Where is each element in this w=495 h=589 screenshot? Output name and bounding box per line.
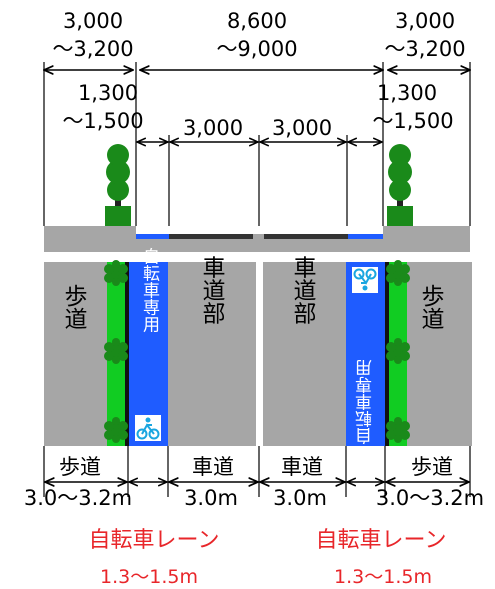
plan-sidewalk-left-label: 歩道 — [60, 284, 88, 330]
dim-center-top: 8,600 — [227, 9, 287, 33]
dim-carriage-right: 3,000 — [272, 116, 332, 140]
bike-lane-callout-left-title: 自転車レーン — [89, 528, 220, 553]
bottom-sidewalk-right-label: 歩道 — [411, 455, 453, 479]
tree-icon — [105, 144, 131, 226]
dim-lane-left-top: 1,300 — [78, 81, 138, 105]
plan-carriageway-left-label: 車道部 — [198, 256, 226, 325]
dim-lane-right-top: 1,300 — [377, 81, 437, 105]
plan-bike-lane-right-label: 自転車専用 — [356, 359, 377, 445]
bottom-width-sidewalk-left: 3.0～3.2m — [24, 486, 132, 510]
dim-lane-left-bottom: ～1,500 — [62, 109, 143, 133]
plan-bike-lane-left-label: 自転車専用 — [139, 247, 160, 333]
bicycle-icon — [134, 414, 162, 442]
dim-center-bottom: ～9,000 — [216, 37, 297, 61]
bottom-width-sidewalk-right: 3.0～3.2m — [376, 486, 484, 510]
carriageway-section-left — [169, 234, 253, 239]
dim-sidewalk-left-bottom: ～3,200 — [52, 37, 133, 61]
dim-carriage-left: 3,000 — [183, 116, 243, 140]
tree-icon — [387, 144, 413, 226]
bike-lane-section-right — [348, 234, 383, 239]
road-section-base — [44, 226, 470, 252]
dim-sidewalk-right-top: 3,000 — [395, 9, 455, 33]
plan-sidewalk-right-label: 歩道 — [417, 284, 445, 330]
bottom-width-carriage-right: 3.0m — [273, 486, 327, 510]
bottom-carriage-left-label: 車道 — [192, 455, 234, 479]
carriageway-section-right — [264, 234, 348, 239]
dim-sidewalk-right-bottom: ～3,200 — [384, 37, 465, 61]
dim-sidewalk-left-top: 3,000 — [63, 9, 123, 33]
bike-lane-callout-right-title: 自転車レーン — [316, 528, 447, 553]
bicycle-icon — [351, 266, 379, 294]
bottom-carriage-right-label: 車道 — [281, 455, 323, 479]
bottom-sidewalk-left-label: 歩道 — [59, 455, 101, 479]
plan-carriageway-right-label: 車道部 — [289, 256, 317, 325]
bike-lane-section-left — [136, 234, 169, 239]
bottom-width-carriage-left: 3.0m — [184, 486, 238, 510]
bike-lane-callout-left-width: 1.3～1.5m — [100, 566, 198, 588]
dim-lane-right-bottom: ～1,500 — [372, 109, 453, 133]
bike-lane-callout-right-width: 1.3～1.5m — [334, 566, 432, 588]
